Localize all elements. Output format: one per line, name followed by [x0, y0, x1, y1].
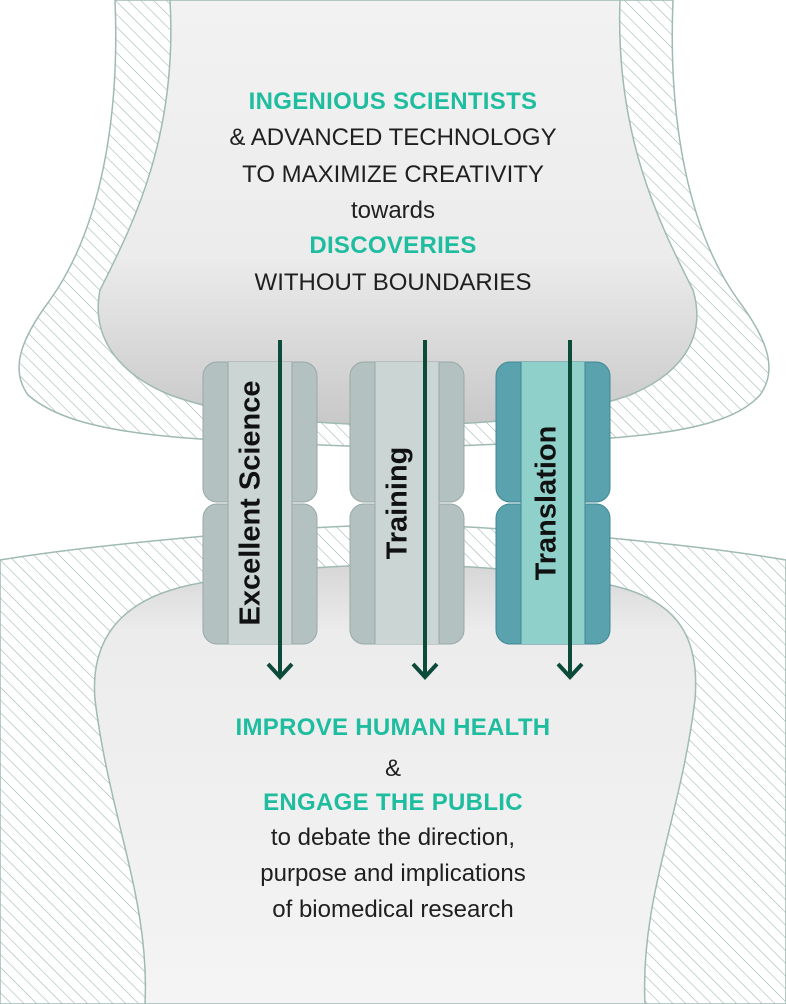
footer-purpose-implications: purpose and implications: [260, 860, 526, 887]
arrow-excellent-science: [266, 340, 294, 680]
pillar-training: [349, 361, 465, 645]
footer-ampersand: &: [384, 755, 401, 782]
pillar-translation: [495, 361, 611, 645]
header-without-boundaries: WITHOUT BOUNDARIES: [254, 269, 532, 296]
pillar-excellent-science: [202, 361, 318, 645]
header-maximize-creativity: TO MAXIMIZE CREATIVITY: [242, 161, 544, 188]
pillar-label-excellent-science: Excellent Science: [234, 380, 267, 626]
headline-ingenious-scientists: INGENIOUS SCIENTISTS: [248, 88, 538, 115]
pillar-label-training: Training: [381, 446, 414, 560]
arrow-training: [411, 340, 439, 680]
footer-biomedical-research: of biomedical research: [272, 896, 514, 923]
headline-engage-the-public: ENGAGE THE PUBLIC: [263, 789, 523, 816]
pillar-label-translation: Translation: [530, 425, 563, 581]
headline-improve-human-health: IMPROVE HUMAN HEALTH: [235, 714, 551, 741]
arrow-translation: [556, 340, 584, 680]
footer-debate-direction: to debate the direction,: [270, 824, 516, 851]
headline-discoveries: DISCOVERIES: [309, 232, 477, 259]
header-towards: towards: [350, 197, 436, 224]
header-advanced-technology: & ADVANCED TECHNOLOGY: [229, 124, 557, 151]
